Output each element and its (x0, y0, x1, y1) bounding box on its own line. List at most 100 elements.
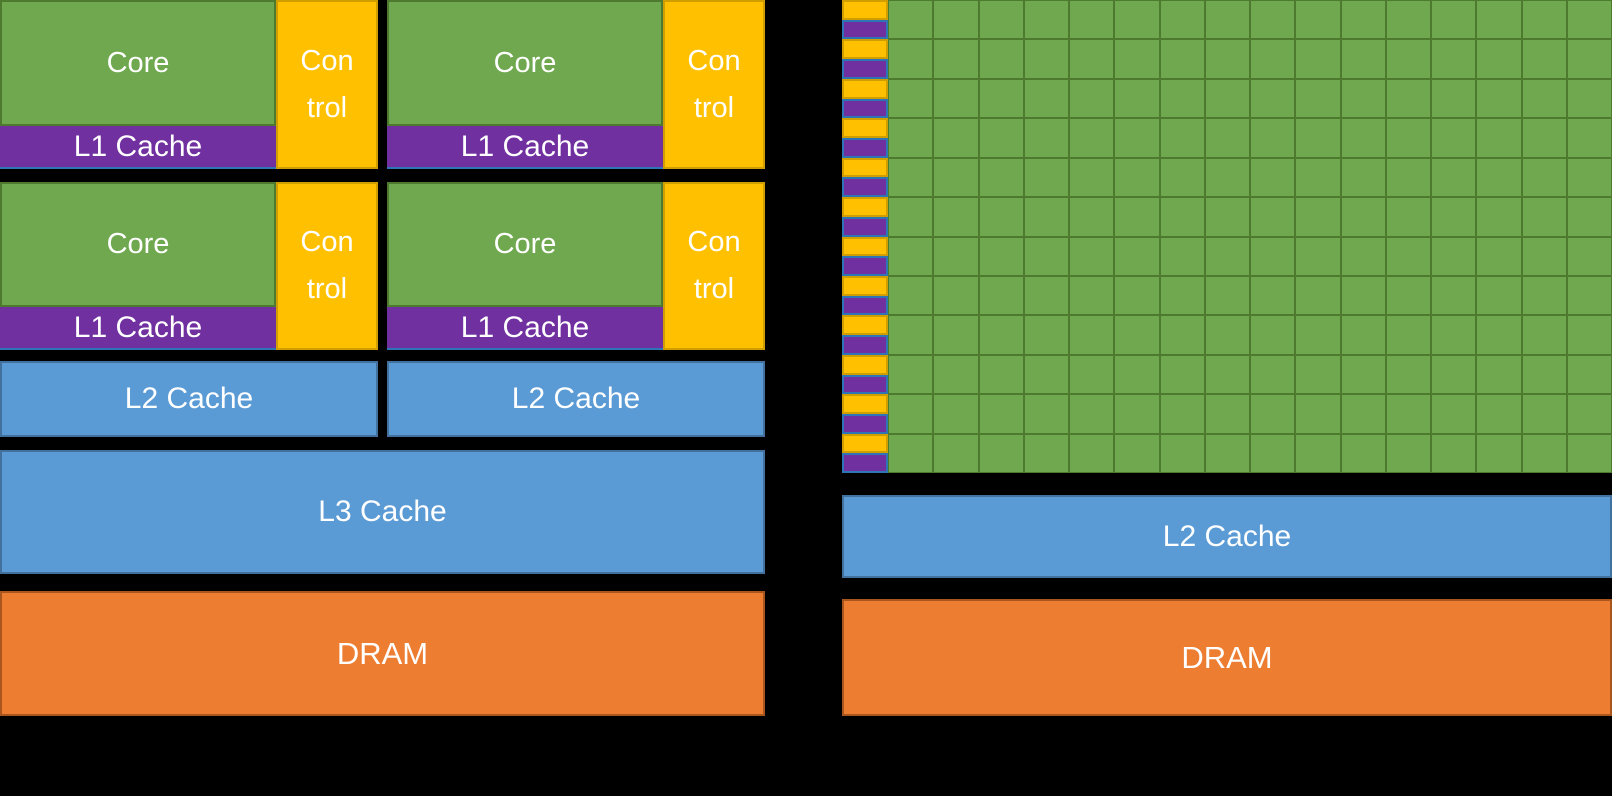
gpu-core-cell (1476, 0, 1522, 40)
gpu-core-row (888, 78, 1612, 119)
cpu-core-column: Core L1 Cache (0, 182, 276, 350)
gpu-dram: DRAM (842, 599, 1612, 716)
gpu-core-cell (933, 157, 979, 198)
gpu-control-cell (842, 433, 888, 454)
gpu-core-cell (978, 39, 1024, 79)
gpu-core-cell (1159, 78, 1205, 119)
gpu-core-cell (1250, 39, 1296, 79)
cpu-l1-label: L1 Cache (73, 129, 203, 163)
gpu-core-cell (1566, 315, 1612, 355)
gpu-core-cell (888, 157, 934, 198)
gpu-core-cell (1476, 197, 1522, 237)
cpu-control-label-line2: trol (306, 91, 348, 124)
cpu-core-column: Core L1 Cache (387, 182, 663, 350)
gpu-core-row (888, 354, 1612, 395)
gpu-core-cell (1566, 118, 1612, 158)
gpu-core-row (888, 275, 1612, 316)
gpu-core-cell (933, 78, 979, 119)
gpu-core-cell (1385, 157, 1431, 198)
gpu-grid-row (842, 394, 1612, 434)
gpu-core-cell (978, 433, 1024, 474)
gpu-core-cell (888, 315, 934, 355)
gpu-control-cell (842, 236, 888, 257)
gpu-core-cell (1114, 394, 1160, 434)
gpu-core-cell (1069, 394, 1115, 434)
gpu-core-cell (978, 118, 1024, 158)
cpu-l2-label: L2 Cache (511, 382, 641, 415)
gpu-core-cell (1566, 39, 1612, 79)
gpu-core-cell (1159, 275, 1205, 316)
gpu-core-cell (1204, 315, 1250, 355)
gpu-core-cell (978, 0, 1024, 40)
gpu-core-cell (1385, 394, 1431, 434)
gpu-control-cell (842, 197, 888, 217)
gpu-core-cell (1431, 39, 1477, 79)
gpu-stripe-column (842, 315, 888, 355)
gpu-core-cell (1385, 118, 1431, 158)
cpu-core-column: Core L1 Cache (387, 0, 663, 169)
gpu-core-cell (1069, 39, 1115, 79)
gpu-l1-cache-cell (842, 98, 888, 119)
gpu-core-cell (1521, 157, 1567, 198)
gpu-core-cell (1295, 354, 1341, 395)
cpu-control-label-line1: Con (300, 226, 354, 258)
gpu-core-cell (1340, 78, 1386, 119)
gpu-core-row (888, 315, 1612, 355)
gpu-core-cell (1250, 394, 1296, 434)
cpu-core-1: Core (0, 0, 276, 126)
gpu-core-cell (1069, 157, 1115, 198)
gpu-core-cell (1385, 236, 1431, 276)
gpu-core-cell (1204, 197, 1250, 237)
gpu-core-cell (1114, 315, 1160, 355)
gpu-core-cell (1250, 118, 1296, 158)
gpu-core-row (888, 197, 1612, 237)
gpu-core-cell (1476, 394, 1522, 434)
gpu-core-cell (1204, 354, 1250, 395)
gpu-core-cell (1340, 275, 1386, 316)
gpu-control-cell (842, 118, 888, 138)
gpu-core-cell (1476, 354, 1522, 395)
gpu-core-cell (1023, 197, 1069, 237)
cpu-control-label-line1: Con (687, 226, 741, 258)
gpu-core-cell (1340, 157, 1386, 198)
gpu-core-cell (978, 394, 1024, 434)
gpu-core-cell (1159, 354, 1205, 395)
gpu-core-cell (1204, 0, 1250, 40)
gpu-stripe-column (842, 236, 888, 276)
gpu-core-cell (1431, 354, 1477, 395)
gpu-core-cell (933, 275, 979, 316)
cpu-control-3: Con trol (276, 182, 378, 350)
cpu-l1-cache-1: L1 Cache (0, 126, 276, 169)
gpu-core-cell (888, 39, 934, 79)
gpu-core-cell (1476, 236, 1522, 276)
gpu-core-cell (978, 275, 1024, 316)
gpu-core-cell (1114, 0, 1160, 40)
gpu-grid-row (842, 118, 1612, 158)
gpu-stripe-column (842, 275, 888, 316)
cpu-core-label: Core (106, 228, 170, 260)
cpu-control-label-line1: Con (687, 44, 741, 77)
gpu-core-cell (1114, 433, 1160, 474)
gpu-core-cell (1476, 433, 1522, 474)
gpu-core-cell (1023, 39, 1069, 79)
gpu-core-cell (1295, 118, 1341, 158)
gpu-core-cell (1476, 275, 1522, 316)
gpu-core-cell (1295, 0, 1341, 40)
gpu-core-cell (1114, 197, 1160, 237)
cpu-control-2: Con trol (663, 0, 765, 169)
gpu-core-cell (978, 197, 1024, 237)
gpu-control-cell (842, 275, 888, 296)
gpu-control-cell (842, 394, 888, 414)
gpu-grid-row (842, 275, 1612, 316)
gpu-grid (842, 0, 1612, 474)
cpu-core-block-1: Core L1 Cache Con trol (0, 0, 378, 169)
cpu-control-label-line2: trol (693, 273, 735, 305)
gpu-core-cell (1431, 0, 1477, 40)
gpu-core-cell (1340, 354, 1386, 395)
gpu-core-cell (1114, 275, 1160, 316)
cpu-l3-cache: L3 Cache (0, 450, 765, 574)
gpu-core-cell (1250, 236, 1296, 276)
gpu-core-cell (888, 354, 934, 395)
gpu-core-cell (888, 275, 934, 316)
